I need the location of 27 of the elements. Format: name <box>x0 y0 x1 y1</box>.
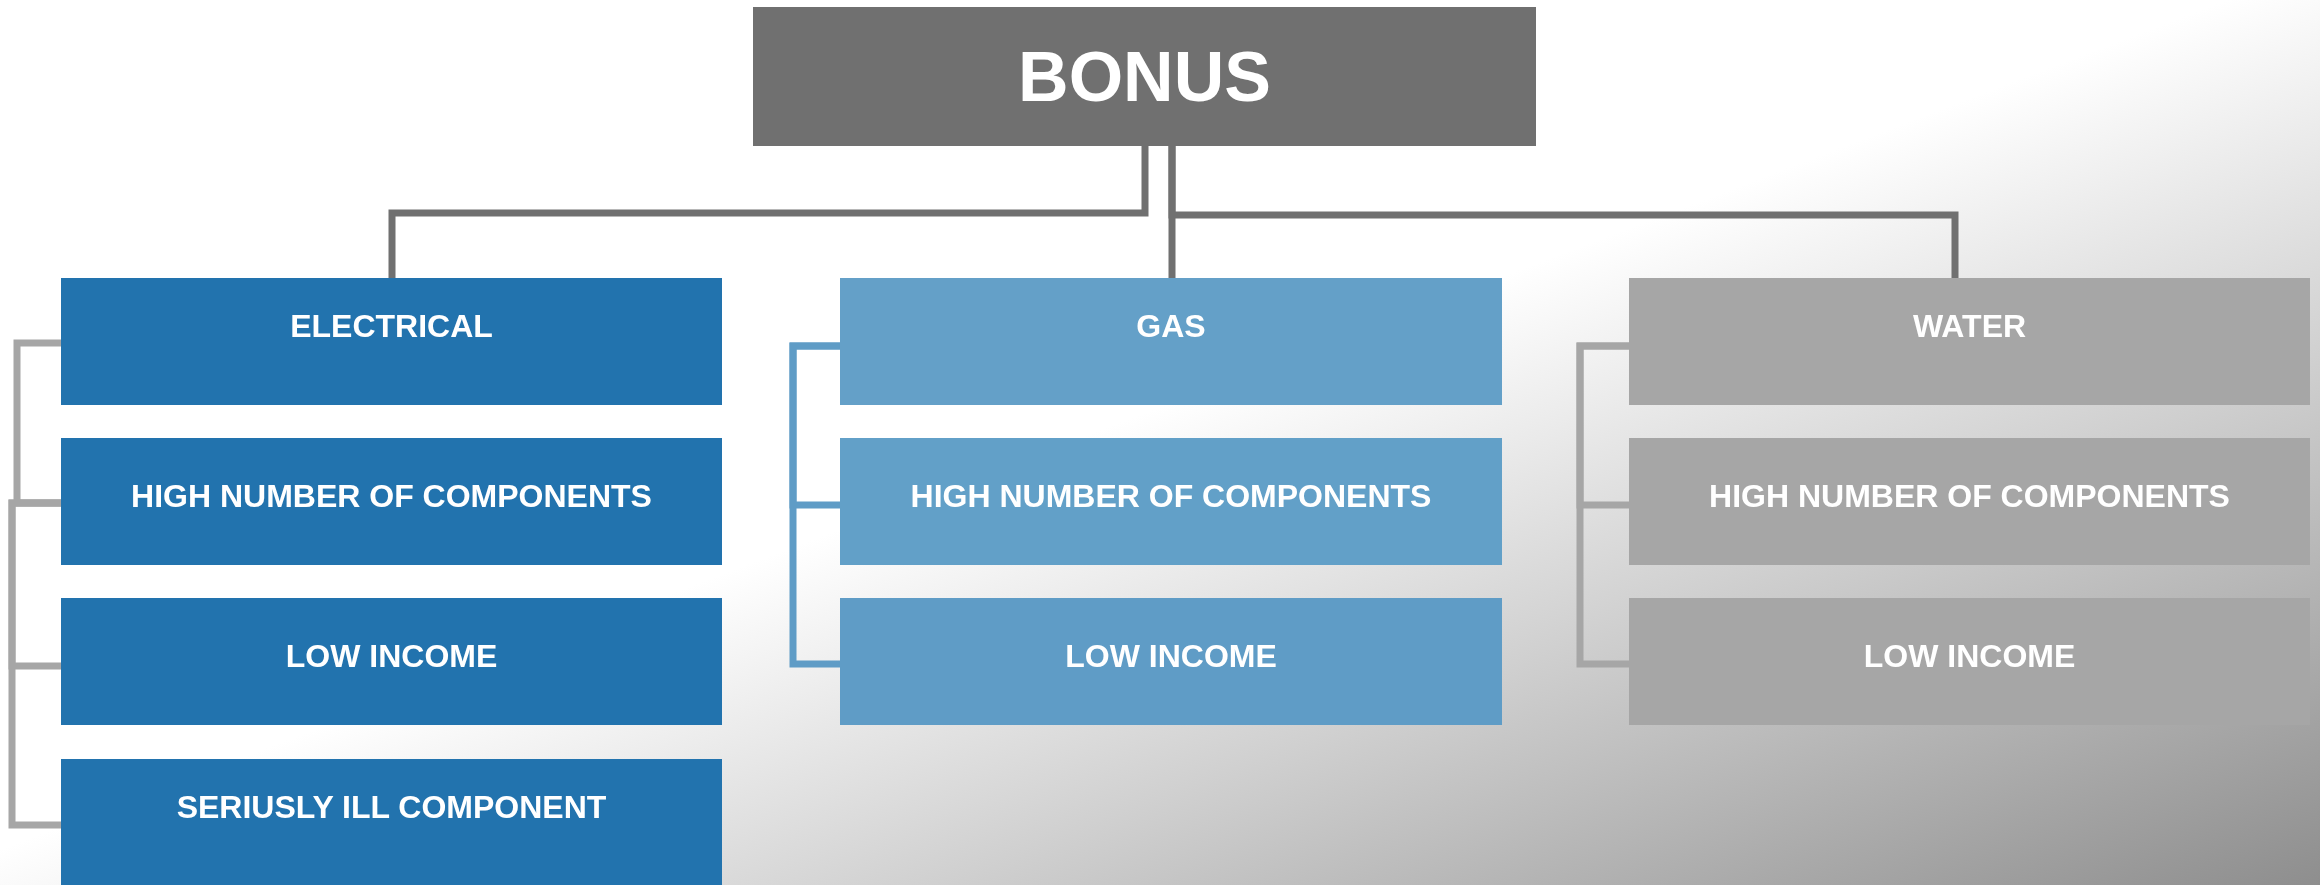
category-box <box>1629 598 2310 725</box>
box-label: HIGH NUMBER OF COMPONENTS <box>131 478 652 515</box>
category-box <box>840 438 1502 565</box>
category-box <box>840 598 1502 725</box>
connector-line <box>1576 342 1629 668</box>
box-label: GAS <box>1136 308 1206 345</box>
box-label: LOW INCOME <box>1863 638 2076 675</box>
connector-line <box>1168 146 1959 278</box>
box-label: WATER <box>1912 308 2027 345</box>
connector-line <box>789 342 840 668</box>
box-label: HIGH NUMBER OF COMPONENTS <box>1709 478 2230 515</box>
box-label: BONUS <box>1018 36 1271 117</box>
box-label: SERIUSLY ILL COMPONENT <box>176 788 607 826</box>
category-box <box>1629 278 2310 405</box>
box-label: HIGH NUMBER OF COMPONENTS <box>910 478 1432 515</box>
category-box <box>61 598 722 725</box>
box-label: LOW INCOME <box>1065 638 1277 675</box>
connector-line <box>8 499 61 829</box>
category-box <box>61 438 722 565</box>
connector-line <box>388 146 1149 278</box>
category-box <box>1629 438 2310 565</box>
box-label: ELECTRICAL <box>290 308 493 345</box>
category-box <box>61 759 722 885</box>
category-box <box>61 278 722 405</box>
root-box <box>753 7 1536 146</box>
box-label: LOW INCOME <box>285 638 498 675</box>
category-box <box>840 278 1502 405</box>
